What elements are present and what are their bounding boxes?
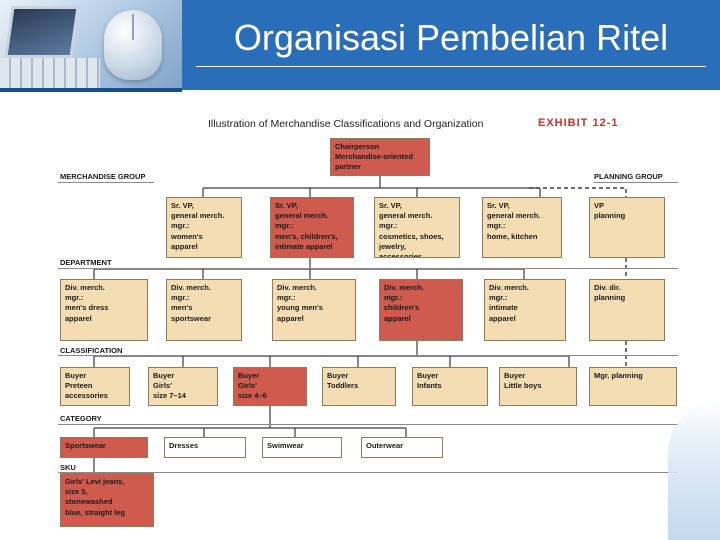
department-box-intimate: Div. merch. mgr.: intimate apparel: [484, 279, 566, 341]
computer-mouse-photo: [0, 0, 182, 90]
department-box-mens-sportswear: Div. merch. mgr.: men's sportswear: [166, 279, 242, 341]
vp-box-womens-apparel: Sr. VP, general merch. mgr.: women's app…: [166, 197, 242, 258]
label-department: DEPARTMENT: [60, 258, 112, 267]
label-planning-group: PLANNING GROUP: [594, 172, 663, 181]
divider-line: [58, 424, 678, 425]
title-underline: [196, 66, 706, 67]
department-box-mens-dress: Div. merch. mgr.: men's dress apparel: [60, 279, 148, 341]
photo-underbar: [0, 88, 182, 92]
divider-line: [58, 268, 678, 269]
classification-box-planning: Mgr. planning: [589, 367, 677, 406]
divider-line: [58, 355, 678, 356]
vp-box-home-kitchen: Sr. VP, general merch. mgr.: home, kitch…: [482, 197, 562, 258]
classification-box-girls-4-6: Buyer Girls' size 4–6: [233, 367, 307, 406]
chairperson-box: Chairperson Merchandise-oriented partner: [330, 138, 430, 176]
mouse-graphic: [104, 10, 162, 80]
sku-box: Girls' Levi jeans, size 5, stonewashed b…: [60, 473, 154, 527]
label-category: CATEGORY: [60, 414, 102, 423]
divider-line: [594, 182, 678, 183]
label-sku: SKU: [60, 463, 76, 472]
vp-box-cosmetics: Sr. VP, general merch. mgr.: cosmetics, …: [374, 197, 460, 258]
department-box-planning: Div. dir. planning: [589, 279, 665, 341]
department-box-childrens: Div. merch. mgr.: children's apparel: [379, 279, 463, 341]
classification-box-little-boys: Buyer Little boys: [499, 367, 577, 406]
vp-box-mens-childrens: Sr. VP, general merch. mgr.: men's, chil…: [270, 197, 354, 258]
classification-box-infants: Buyer Infants: [412, 367, 488, 406]
label-classification: CLASSIFICATION: [60, 346, 122, 355]
slide-title: Organisasi Pembelian Ritel: [196, 14, 706, 62]
label-merchandise-group: MERCHANDISE GROUP: [60, 172, 145, 181]
category-box-dresses: Dresses: [164, 437, 246, 458]
classification-box-girls-7-14: Buyer Girls' size 7–14: [148, 367, 218, 406]
category-box-swimwear: Swimwear: [262, 437, 342, 458]
department-box-young-mens: Div. merch. mgr.: young men's apparel: [272, 279, 356, 341]
category-box-outerwear: Outerwear: [361, 437, 443, 458]
vp-box-planning: VP planning: [589, 197, 665, 258]
classification-box-preteen: Buyer Preteen accessories: [60, 367, 130, 406]
laptop-screen-graphic: [4, 6, 79, 58]
divider-line: [58, 182, 154, 183]
org-chart-exhibit: Illustration of Merchandise Classificati…: [54, 96, 684, 536]
slide-header: Organisasi Pembelian Ritel: [0, 0, 720, 90]
category-box-sportswear: Sportswear: [60, 437, 148, 458]
classification-box-toddlers: Buyer Toddlers: [322, 367, 396, 406]
keyboard-graphic: [0, 58, 100, 90]
